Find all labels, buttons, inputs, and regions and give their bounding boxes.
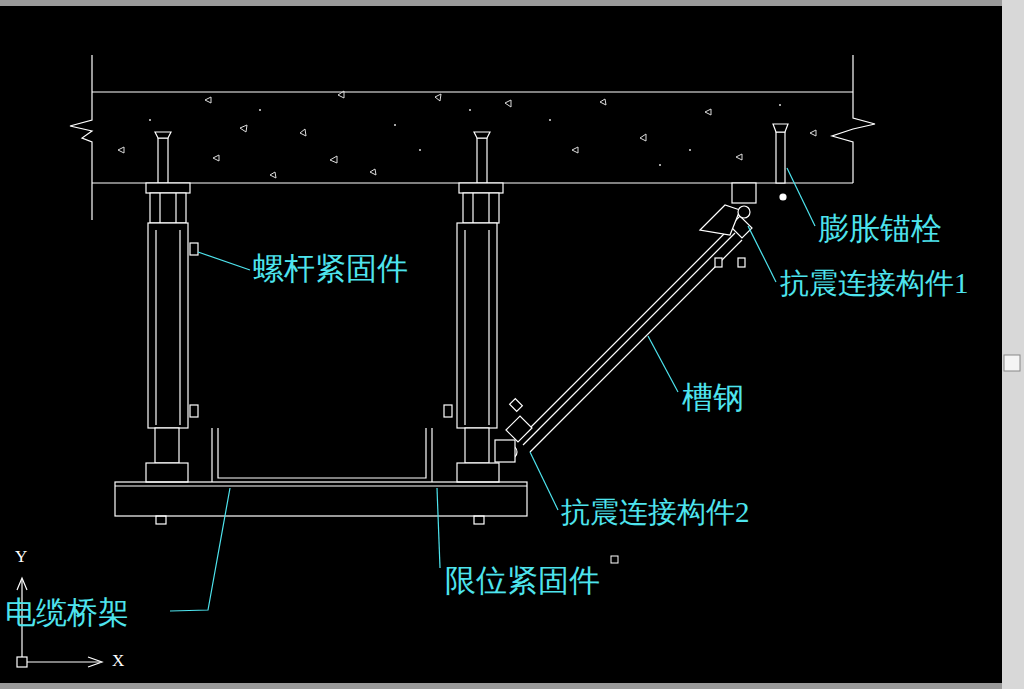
scroll-thumb <box>1004 355 1020 371</box>
part-label: 槽钢 <box>682 381 744 415</box>
brace <box>495 183 786 462</box>
status-strip <box>0 683 1002 689</box>
axis-label: Y <box>15 548 27 567</box>
beam-and-tray <box>115 428 527 516</box>
part-label: 抗震连接构件1 <box>780 268 969 300</box>
leader-lines <box>170 168 815 611</box>
part-label: 螺杆紧固件 <box>253 252 408 286</box>
aggregate-dots <box>149 104 781 166</box>
hanger-left <box>146 183 198 524</box>
part-label: 电缆桥架 <box>5 596 129 630</box>
part-label: 膨胀锚栓 <box>818 212 942 246</box>
part-label: 抗震连接构件2 <box>561 497 750 529</box>
toolbar-strip <box>0 0 1024 6</box>
anchor-bolts <box>155 124 788 183</box>
part-label: 限位紧固件 <box>445 564 600 598</box>
cursor-box <box>611 556 618 563</box>
aggregate <box>118 91 816 178</box>
axis-label: X <box>112 652 124 671</box>
hanger-right <box>444 183 503 524</box>
scrollbar <box>1002 0 1024 689</box>
